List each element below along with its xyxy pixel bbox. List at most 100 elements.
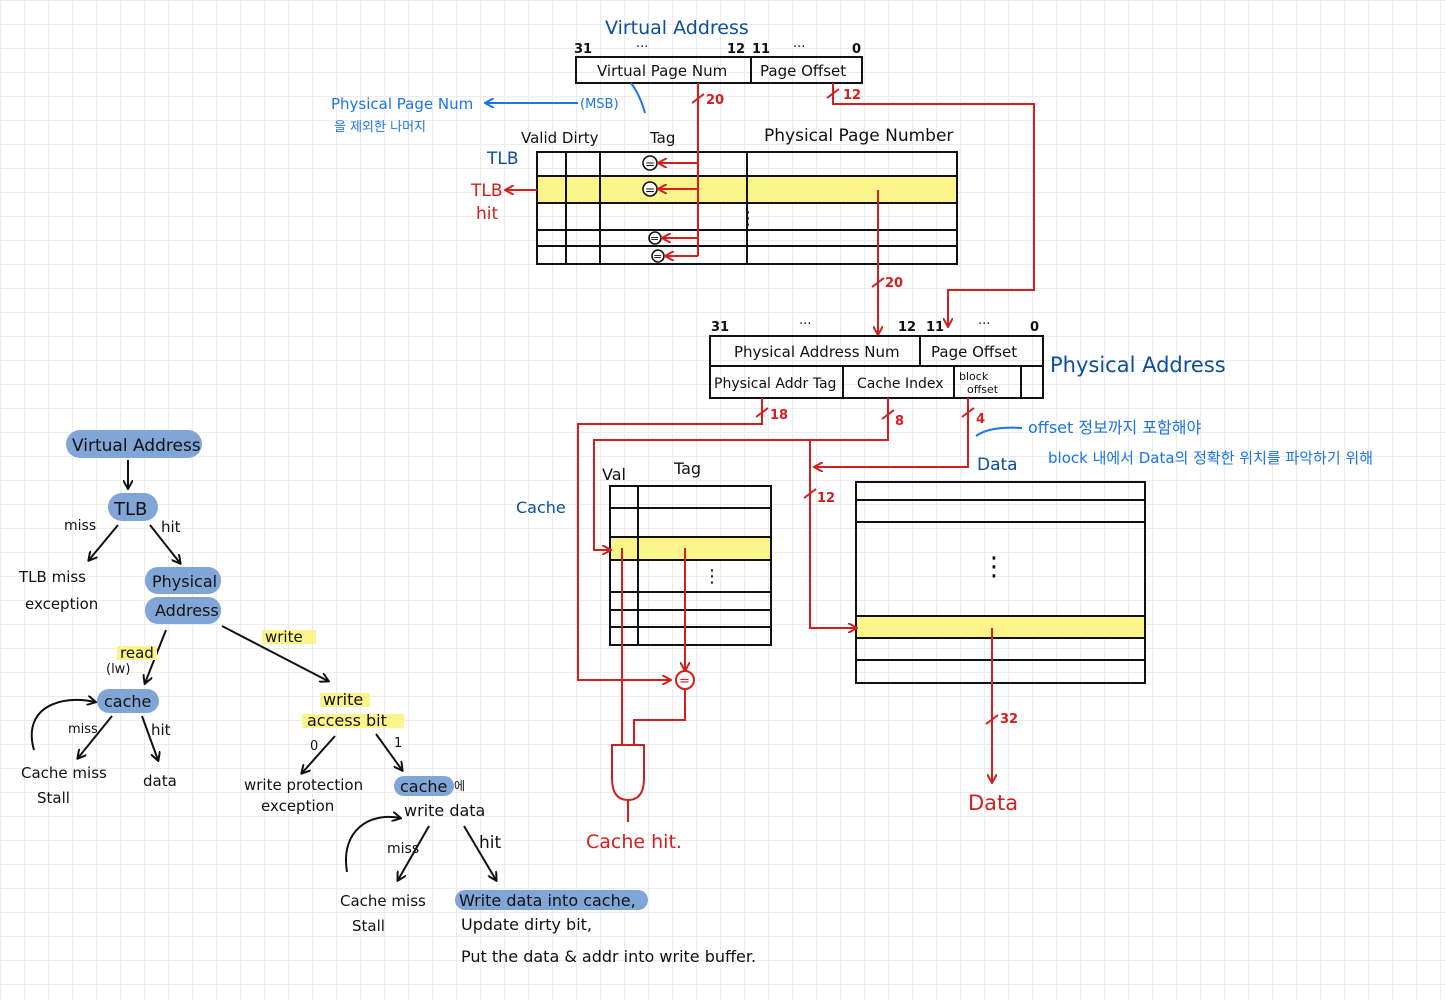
flow-cache-miss: miss xyxy=(68,722,98,737)
flow-read-mark xyxy=(117,646,157,660)
tlb-col-ppn: Physical Page Number xyxy=(764,126,953,146)
flow-write-protection-1: write protection xyxy=(244,776,363,794)
cache-box xyxy=(609,485,772,646)
tlb-note-line-2: 을 제외한 나머지 xyxy=(334,120,426,135)
cache-table: Cache Val Tag ⋮ xyxy=(516,459,772,646)
pa-bit-dots-right: ··· xyxy=(978,317,990,332)
tlb-col-valid-dirty: Valid Dirty xyxy=(521,129,599,147)
pa-bit-dots-left: ··· xyxy=(799,317,811,332)
flow-cache-write-2: write data xyxy=(404,801,485,820)
flow-pa-node-bg-1 xyxy=(145,567,221,594)
flow-tlb-hit: hit xyxy=(161,518,181,536)
flow-write-access-1: write xyxy=(323,690,363,709)
tlb-comparator-4: = xyxy=(651,249,665,263)
svg-text:=: = xyxy=(653,250,662,263)
flow-write-mark xyxy=(262,630,316,644)
data-select-width: 12 xyxy=(817,491,835,506)
flow-cache-miss-stall-1: Cache miss xyxy=(21,764,107,782)
va-bit-dots-right: ··· xyxy=(793,40,805,55)
tlb-red-wiring: 20 TLB hit 20 12 xyxy=(470,83,1035,334)
data-output-label: Data xyxy=(968,791,1018,815)
pa-field-offset: Page Offset xyxy=(931,343,1017,361)
flow-w-action-mark xyxy=(455,890,648,910)
flow-pa-1: Physical xyxy=(152,572,217,591)
flow-cache-write-1a: cache xyxy=(400,777,447,796)
va-vpn-width: 20 xyxy=(706,93,724,108)
data-output-width: 32 xyxy=(1000,712,1018,727)
physical-address-register: 31 ··· 12 11 ··· 0 Physical Address Num … xyxy=(709,317,1226,399)
flow-w-action-2: Update dirty bit, xyxy=(461,915,592,934)
flow-pa-2: Address xyxy=(155,601,219,620)
flow-cache-write-node-bg xyxy=(394,776,454,796)
svg-text:=: = xyxy=(645,157,655,171)
tlb-label: TLB xyxy=(486,149,519,169)
tlb-comparator-1: = xyxy=(642,155,658,171)
flow-write: write xyxy=(265,628,303,646)
tlb-ppn-width: 20 xyxy=(885,276,903,291)
flow-write-access-2: access bit xyxy=(307,711,387,730)
virtual-address-title: Virtual Address xyxy=(605,17,749,39)
tlb-comparator-3: = xyxy=(648,231,662,245)
data-hit-row-highlight xyxy=(857,616,1144,638)
flow-bit-zero: 0 xyxy=(310,739,318,754)
flow-tlb: TLB xyxy=(113,499,147,520)
flow-write-access-mark-2 xyxy=(302,714,404,728)
va-bit-dots-left: ··· xyxy=(636,40,648,55)
va-bit-12: 12 xyxy=(727,42,745,57)
flow-data: data xyxy=(143,772,177,790)
flow-root: Virtual Address xyxy=(72,436,201,456)
pa-tag-width: 18 xyxy=(770,408,788,423)
pa-field-block-1: block xyxy=(959,370,989,383)
flow-cache-write-1b: 에 xyxy=(454,779,465,793)
flow-w-hit: hit xyxy=(479,833,501,853)
cache-hit-label: Cache hit. xyxy=(586,831,682,853)
va-field-offset: Page Offset xyxy=(760,62,846,80)
cache-col-valid: Val xyxy=(602,465,626,484)
tlb-hit-label-2: hit xyxy=(476,204,498,224)
va-field-vpn: Virtual Page Num xyxy=(597,62,727,80)
va-offset-width: 12 xyxy=(843,88,861,103)
data-array-dots: ⋮ xyxy=(981,552,1007,582)
flow-bit-one: 1 xyxy=(394,736,402,751)
offset-note: offset 정보까지 포함해야 block 내에서 Data의 정확한 위치를… xyxy=(975,418,1373,467)
cache-hit-row-highlight xyxy=(611,537,770,560)
svg-text:=: = xyxy=(650,232,659,245)
flow-w-action-3: Put the data & addr into write buffer. xyxy=(461,947,756,966)
flow-cache: cache xyxy=(104,692,151,711)
pa-field-block-2: offset xyxy=(967,383,999,396)
va-register-box xyxy=(575,56,863,84)
flow-write-access-mark-1 xyxy=(320,693,370,707)
flow-cache-hit: hit xyxy=(151,721,171,739)
flow-w-miss: miss xyxy=(387,841,419,857)
tlb-tag-note: (MSB) Physical Page Num 을 제외한 나머지 xyxy=(331,82,646,135)
flow-tlb-miss: miss xyxy=(64,518,96,534)
flow-root-node-bg xyxy=(66,430,202,458)
pa-field-index: Cache Index xyxy=(857,376,944,392)
flow-w-action-1: Write data into cache, xyxy=(459,891,636,910)
flow-write-protection-2: exception xyxy=(261,797,334,815)
flow-w-stall-2: Stall xyxy=(352,917,385,935)
and-gate xyxy=(611,744,645,802)
data-array-box xyxy=(855,481,1146,684)
cache-col-tag: Tag xyxy=(673,459,701,478)
cache-comparator: = xyxy=(675,670,695,690)
physical-address-title: Physical Address xyxy=(1050,353,1226,377)
flow-read-lw: (lw) xyxy=(106,662,130,677)
tlb-hit-label-1: TLB xyxy=(470,181,503,201)
data-array-label: Data xyxy=(977,455,1018,475)
flow-w-stall-1: Cache miss xyxy=(340,892,426,910)
pa-field-pan: Physical Address Num xyxy=(734,343,900,361)
va-bit-0: 0 xyxy=(852,42,861,57)
tlb-dots: ⋮ xyxy=(739,208,757,229)
tlb-col-tag: Tag xyxy=(649,129,675,147)
flow-read: read xyxy=(120,644,154,662)
pa-block-width: 4 xyxy=(976,412,985,427)
svg-text:=: = xyxy=(645,183,655,197)
svg-text:=: = xyxy=(679,674,690,689)
pa-bit-12: 12 xyxy=(898,320,916,335)
tlb-comparator-2: = xyxy=(642,181,658,197)
pa-bit-31: 31 xyxy=(711,320,729,335)
offset-note-line-2: block 내에서 Data의 정확한 위치를 파악하기 위해 xyxy=(1048,449,1373,467)
virtual-address-register: Virtual Address 31 ··· 12 11 ··· 0 Virtu… xyxy=(574,17,863,84)
